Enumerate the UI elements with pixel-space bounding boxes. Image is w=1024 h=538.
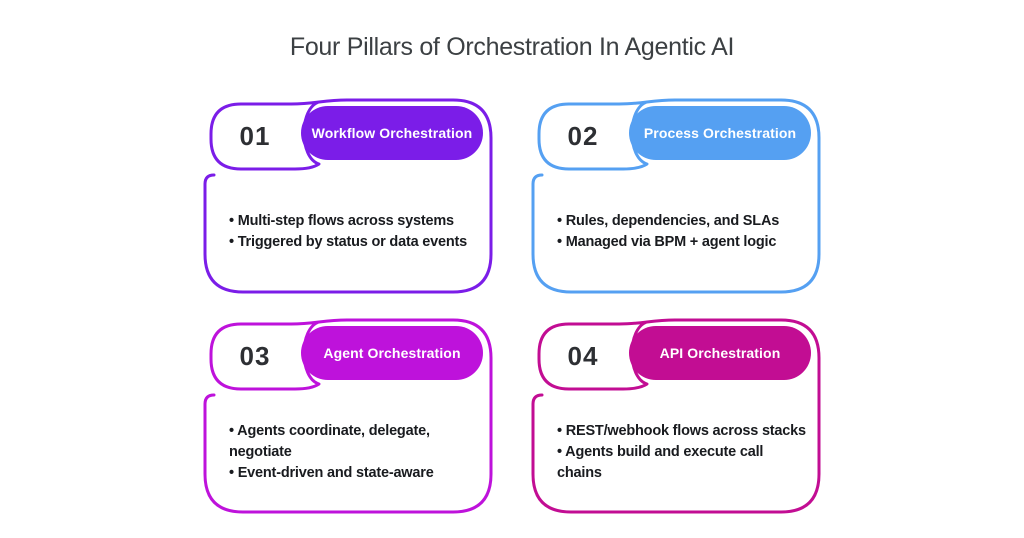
bullet-line: • Agents build and execute call chains — [557, 443, 764, 481]
card-number-badge: 03 — [211, 324, 299, 388]
card-title: Process Orchestration — [643, 125, 797, 141]
card-title-pill: API Orchestration — [629, 326, 811, 380]
card-number-badge: 01 — [211, 104, 299, 168]
card-outline-shape — [203, 98, 493, 294]
card-bullets: • REST/webhook flows across stacks • Age… — [557, 394, 811, 510]
pillar-card: 04 API Orchestration • REST/webhook flow… — [531, 318, 821, 514]
bullet-line: • Agents coordinate, delegate, negotiate — [229, 422, 430, 460]
bullet-line: • Event-driven and state-aware — [229, 464, 434, 481]
card-number-badge: 02 — [539, 104, 627, 168]
cards-grid: 01 Workflow Orchestration • Multi-step f… — [203, 98, 821, 514]
card-outline-shape — [203, 318, 493, 514]
bullet-line: • Multi-step flows across systems — [229, 213, 454, 229]
bullet-line: • REST/webhook flows across stacks — [557, 422, 806, 439]
card-number-badge: 04 — [539, 324, 627, 388]
pillar-card: 03 Agent Orchestration • Agents coordina… — [203, 318, 493, 514]
card-title-pill: Workflow Orchestration — [301, 106, 483, 160]
card-number: 04 — [567, 340, 599, 371]
bullet-line: • Triggered by status or data events — [229, 234, 468, 250]
card-title-pill: Agent Orchestration — [301, 326, 483, 380]
card-title-pill: Process Orchestration — [629, 106, 811, 160]
infographic: Four Pillars of Orchestration In Agentic… — [203, 33, 821, 514]
card-bullets: • Agents coordinate, delegate, negotiate… — [229, 394, 483, 510]
card-outline-shape — [531, 98, 821, 294]
card-outline-shape — [531, 318, 821, 514]
card-number: 03 — [239, 340, 271, 371]
card-title: Agent Orchestration — [323, 345, 461, 361]
card-number: 02 — [567, 120, 599, 151]
bullet-line: • Rules, dependencies, and SLAs — [557, 213, 780, 229]
pillar-card: 01 Workflow Orchestration • Multi-step f… — [203, 98, 493, 294]
card-number: 01 — [239, 120, 271, 151]
card-title: API Orchestration — [659, 345, 781, 361]
card-title: Workflow Orchestration — [311, 125, 473, 141]
card-bullets: • Rules, dependencies, and SLAs • Manage… — [557, 174, 811, 290]
bullet-line: • Managed via BPM + agent logic — [557, 234, 777, 250]
page-title: Four Pillars of Orchestration In Agentic… — [289, 33, 735, 61]
pillar-card: 02 Process Orchestration • Rules, depend… — [531, 98, 821, 294]
card-bullets: • Multi-step flows across systems • Trig… — [229, 174, 483, 290]
